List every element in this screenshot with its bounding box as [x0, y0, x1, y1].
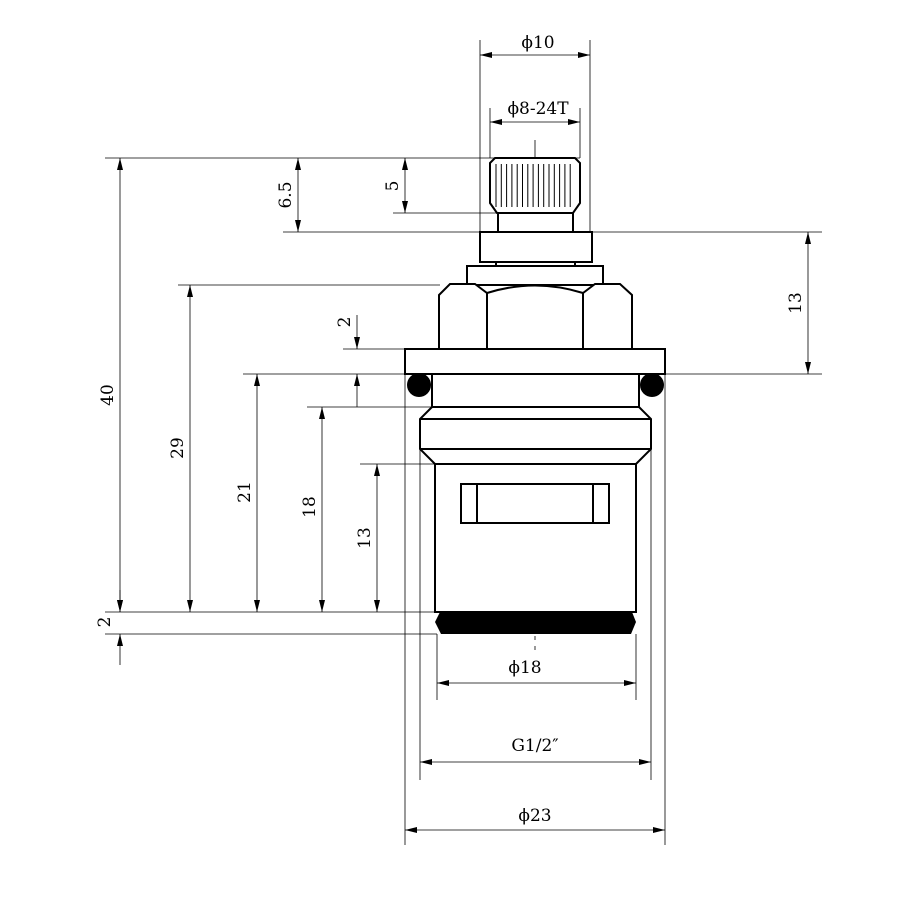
- cartridge-part: [404, 157, 666, 634]
- dim-body-diameter: ϕ18: [508, 658, 541, 678]
- dim-upper-height: 13: [786, 292, 806, 314]
- flange: [404, 348, 666, 375]
- dim-stem-diameter: ϕ10: [521, 33, 554, 53]
- stem: [497, 212, 574, 233]
- dim-height-21: 21: [235, 481, 255, 503]
- o-ring-left: [407, 373, 431, 397]
- slot: [460, 483, 610, 524]
- dim-flange-thickness: 2: [335, 317, 355, 328]
- cap: [479, 231, 593, 263]
- dim-seal-thickness: 2: [95, 617, 115, 628]
- dim-height-13: 13: [355, 527, 375, 549]
- dimension-lines: [117, 52, 811, 833]
- dim-flange-diameter: ϕ23: [518, 806, 551, 826]
- dim-height-18: 18: [300, 496, 320, 518]
- bottom-seal: [435, 612, 636, 634]
- dim-spline-height: 5: [383, 181, 403, 192]
- dim-thread: G1/2″: [511, 736, 558, 756]
- hex-nut: [438, 283, 633, 351]
- washer: [466, 265, 604, 286]
- knurled-spline: [489, 157, 581, 214]
- knurl-lines: [495, 164, 571, 207]
- thread: [419, 406, 652, 465]
- dim-total-height: 40: [98, 384, 118, 406]
- extension-lines: [105, 40, 822, 845]
- o-ring-right: [640, 373, 664, 397]
- dim-spline: ϕ8-24T: [507, 99, 569, 119]
- dim-height-29: 29: [168, 437, 188, 459]
- dim-top-height: 6.5: [276, 181, 296, 208]
